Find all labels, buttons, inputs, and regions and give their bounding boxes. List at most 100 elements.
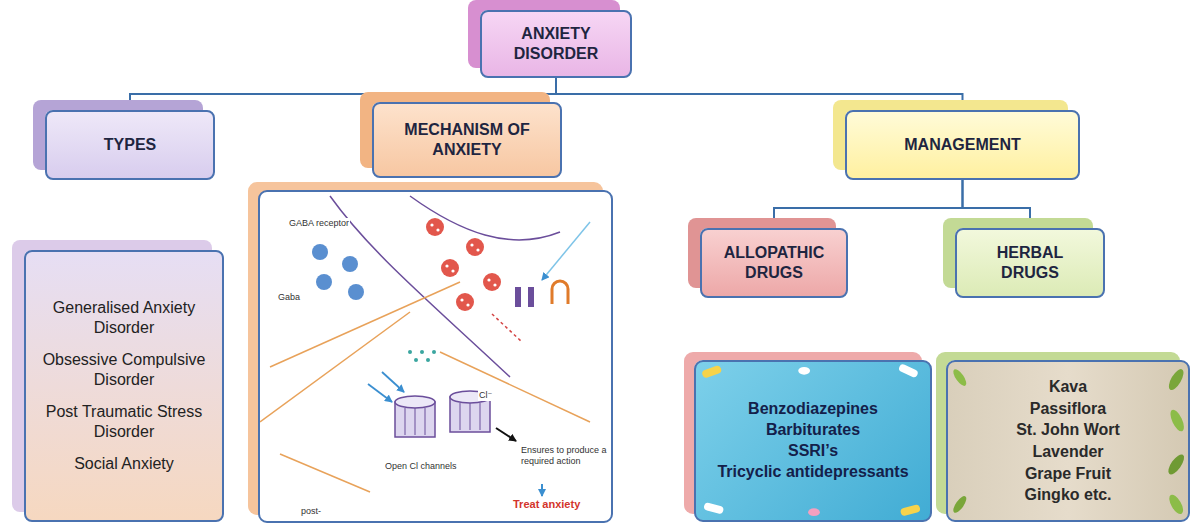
vesicle	[441, 259, 459, 277]
list-item: St. John Wort	[1016, 419, 1120, 441]
vesicle	[426, 218, 444, 236]
vesicle-dot	[466, 303, 469, 306]
gaba-molecule	[312, 244, 328, 260]
box-title: TYPES	[104, 135, 156, 155]
list-item: Social Anxiety	[74, 454, 174, 474]
vesicle-dot	[493, 283, 496, 286]
list-item: Barbiturates	[766, 420, 860, 441]
category-box: MECHANISM OF ANXIETY	[372, 102, 562, 178]
receptor-symbol	[552, 281, 568, 304]
connector-line	[774, 180, 963, 228]
box-title: ANXIETY DISORDER	[494, 24, 618, 64]
list-item: Passiflora	[1030, 398, 1106, 420]
illustration-label: Cl⁻	[478, 390, 493, 401]
pill	[703, 502, 724, 515]
vesicle-dot	[445, 264, 448, 267]
pill	[701, 365, 722, 379]
chloride-channel	[395, 396, 435, 437]
leaf	[951, 494, 969, 514]
vesicle-dot	[451, 269, 454, 272]
effect-arrow	[496, 428, 516, 441]
binding-arrow	[368, 384, 392, 402]
category-box: MANAGEMENT	[845, 110, 1080, 180]
vesicle-group	[426, 218, 501, 311]
list-item: Tricyclic antidepressants	[717, 462, 908, 483]
channel-hatch	[460, 403, 480, 430]
signal-arrow	[542, 222, 590, 280]
result-arrow	[541, 484, 543, 496]
fibre-line	[280, 454, 370, 492]
release-arrow	[492, 314, 522, 342]
illustration-label: Open Cl channels	[384, 461, 458, 472]
channel-bar	[528, 287, 534, 307]
gaba-group	[312, 244, 364, 300]
pill	[798, 367, 810, 375]
vesicle-dot	[476, 248, 479, 251]
illustration-label: Treat anxiety	[512, 498, 581, 511]
gaba-molecule	[342, 256, 358, 272]
channel-top	[395, 396, 435, 408]
pill	[808, 508, 820, 516]
connector-line	[467, 78, 556, 102]
membrane-line	[330, 196, 510, 377]
dot	[414, 358, 418, 362]
box-title: ALLOPATHIC DRUGS	[714, 243, 834, 283]
list-box: Generalised Anxiety DisorderObsessive Co…	[24, 250, 224, 522]
list-item: Obsessive Compulsive Disorder	[38, 350, 210, 390]
list-item: Lavender	[1032, 441, 1103, 463]
subcategory-box: HERBAL DRUGS	[955, 228, 1105, 298]
dot	[408, 350, 412, 354]
vesicle	[483, 273, 501, 291]
leaf	[1168, 408, 1187, 433]
leaf	[1167, 493, 1186, 516]
vesicle-dot	[487, 278, 490, 281]
neurotransmitter-dots	[408, 350, 436, 362]
list-item: Grape Fruit	[1025, 463, 1111, 485]
list-item: Gingko etc.	[1024, 484, 1111, 506]
list-item: Generalised Anxiety Disorder	[38, 298, 210, 338]
illustration-label: Ensures to produce a required action	[520, 445, 610, 467]
vesicle	[466, 238, 484, 256]
pills-panel	[694, 360, 932, 522]
list-item: Kava	[1049, 376, 1087, 398]
box-title: MECHANISM OF ANXIETY	[386, 120, 548, 160]
dot	[432, 350, 436, 354]
gaba-molecule	[348, 284, 364, 300]
vesicle-dot	[460, 298, 463, 301]
pill	[898, 363, 919, 378]
vesicle	[456, 293, 474, 311]
dot	[426, 358, 430, 362]
subcategory-box: ALLOPATHIC DRUGS	[700, 228, 848, 298]
list-item: Post Traumatic Stress Disorder	[38, 402, 210, 442]
binding-arrow	[382, 372, 404, 392]
membrane-line	[410, 196, 560, 240]
vesicle-dot	[436, 228, 439, 231]
fibre-line	[270, 282, 460, 367]
leaf	[951, 367, 969, 387]
dot	[420, 350, 424, 354]
connector-line	[963, 180, 1031, 228]
illustration-label: Gaba	[277, 292, 301, 303]
illustration-label: post-	[300, 506, 322, 517]
list-box: BenzodiazepinesBarbituratesSSRI’sTricycl…	[694, 360, 932, 522]
channel-hatch	[405, 408, 425, 435]
list-item: Benzodiazepines	[748, 399, 878, 420]
connector-line	[556, 78, 963, 110]
gaba-molecule	[316, 274, 332, 290]
pills-picture	[696, 362, 930, 520]
pill	[900, 504, 921, 517]
vesicle-dot	[470, 243, 473, 246]
root-box: ANXIETY DISORDER	[480, 10, 632, 78]
box-title: HERBAL DRUGS	[969, 243, 1091, 283]
mechanism-illustration	[258, 190, 613, 523]
fibre-line	[260, 312, 410, 422]
leaf	[1166, 367, 1186, 392]
box-title: MANAGEMENT	[904, 135, 1020, 155]
vesicle-dot	[430, 223, 433, 226]
category-box: TYPES	[45, 110, 215, 180]
channel-bar	[515, 287, 521, 307]
illustration-label: GABA receptor	[288, 218, 350, 229]
list-box: KavaPassifloraSt. John WortLavenderGrape…	[946, 360, 1190, 522]
leaf	[1165, 452, 1187, 477]
